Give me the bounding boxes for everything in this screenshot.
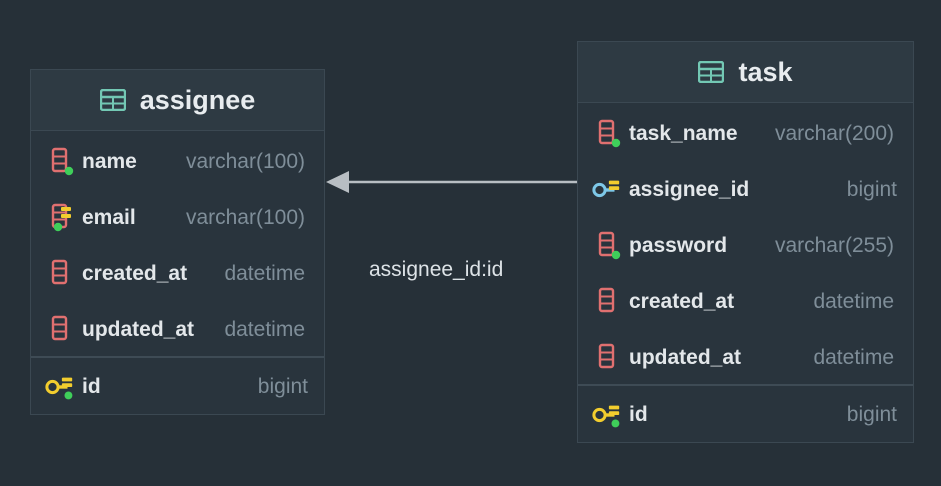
entity-assignee[interactable]: assignee name varchar(100) email varchar… (30, 69, 325, 415)
field-row-task-name[interactable]: task_name varchar(200) (578, 106, 913, 162)
field-name: id (629, 403, 648, 426)
column-icon (47, 314, 77, 346)
arrow-head (326, 171, 349, 193)
field-type: datetime (813, 346, 894, 369)
column-icon (47, 146, 77, 178)
field-row-created-at[interactable]: created_at datetime (31, 246, 324, 302)
field-type: bigint (257, 375, 308, 398)
pk-divider (578, 384, 913, 386)
field-name: created_at (82, 262, 188, 285)
field-type: datetime (224, 262, 305, 285)
entity-task[interactable]: task task_name varchar(200) assignee_id … (577, 41, 914, 443)
field-name: password (629, 234, 728, 257)
field-name: name (82, 150, 137, 173)
field-row-assignee-id[interactable]: assignee_id bigint (578, 162, 913, 218)
field-name: email (82, 206, 136, 229)
field-row-updated-at[interactable]: updated_at datetime (31, 302, 324, 358)
field-name: id (82, 375, 101, 398)
column-icon (594, 230, 624, 262)
pk-divider (31, 356, 324, 358)
table-icon (99, 89, 126, 111)
field-row-password[interactable]: password varchar(255) (578, 218, 913, 274)
field-row-updated-at[interactable]: updated_at datetime (578, 330, 913, 386)
field-name: created_at (629, 290, 735, 313)
field-type: varchar(100) (185, 150, 305, 173)
field-row-email[interactable]: email varchar(100) (31, 190, 324, 246)
field-type: varchar(100) (185, 206, 305, 229)
entity-header: task (578, 42, 913, 103)
field-type: varchar(255) (774, 234, 894, 257)
field-name: task_name (629, 122, 738, 145)
field-type: varchar(200) (774, 122, 894, 145)
relationship-label: assignee_id:id (369, 258, 504, 281)
unique-column-icon (47, 202, 77, 234)
field-type: datetime (224, 318, 305, 341)
column-icon (594, 118, 624, 150)
field-type: bigint (846, 178, 897, 201)
field-row-created-at[interactable]: created_at datetime (578, 274, 913, 330)
field-type: datetime (813, 290, 894, 313)
table-icon (698, 61, 725, 83)
entity-title: task (738, 56, 793, 87)
field-name: updated_at (82, 318, 195, 341)
field-type: bigint (846, 403, 897, 426)
primary-key-icon (592, 399, 622, 431)
field-row-id[interactable]: id bigint (31, 359, 324, 415)
entity-title: assignee (139, 84, 256, 115)
column-icon (594, 286, 624, 318)
field-name: assignee_id (629, 178, 750, 201)
field-name: updated_at (629, 346, 742, 369)
primary-key-icon (45, 371, 75, 403)
foreign-key-icon (592, 174, 622, 206)
column-icon (47, 258, 77, 290)
entity-header: assignee (31, 70, 324, 131)
field-row-id[interactable]: id bigint (578, 387, 913, 443)
field-row-name[interactable]: name varchar(100) (31, 134, 324, 190)
column-icon (594, 342, 624, 374)
